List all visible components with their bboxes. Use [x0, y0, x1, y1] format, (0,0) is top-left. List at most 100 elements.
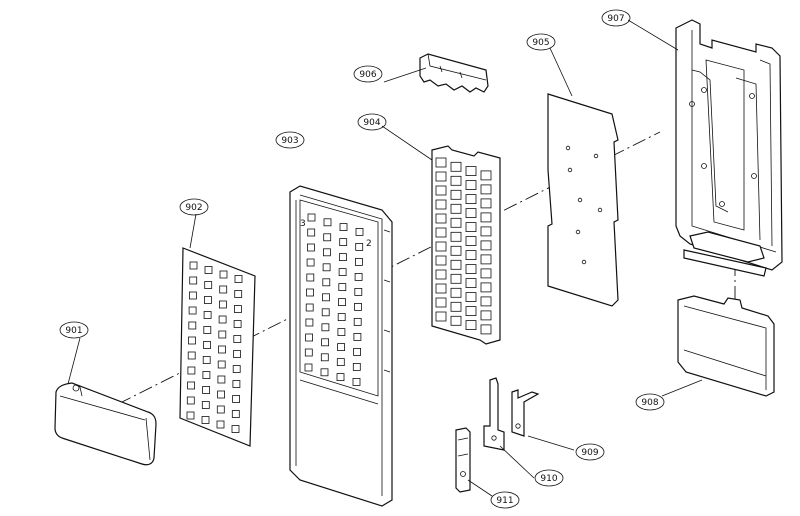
- key-slot: [321, 323, 330, 332]
- key-slot: [353, 347, 362, 356]
- key-slot: [232, 380, 241, 388]
- key-slot: [305, 333, 314, 342]
- key-slot: [189, 276, 198, 285]
- callout-905: 905: [526, 33, 556, 51]
- key-slot: [188, 321, 197, 330]
- key-slot: [305, 318, 314, 327]
- rubber-key: [480, 170, 492, 181]
- key-slot: [339, 238, 348, 247]
- key-slot: [338, 253, 347, 262]
- callout-911-label: 911: [496, 496, 513, 506]
- part-909-bracket: [511, 389, 540, 437]
- key-slot: [218, 300, 227, 309]
- rubber-key: [450, 301, 462, 312]
- rubber-key: [480, 268, 492, 279]
- key-slot: [323, 218, 332, 227]
- key-slot: [188, 336, 196, 345]
- key-slot: [217, 390, 226, 399]
- rubber-key: [480, 240, 492, 251]
- rubber-key: [450, 203, 462, 214]
- rubber-key: [450, 287, 462, 298]
- callout-906-label: 906: [359, 70, 376, 80]
- rubber-key: [480, 184, 492, 195]
- rubber-key: [465, 320, 477, 331]
- rubber-key: [435, 311, 447, 322]
- key-slot: [188, 291, 197, 300]
- key-slot: [322, 278, 331, 287]
- key-slot: [307, 213, 316, 222]
- key-slot: [232, 395, 241, 403]
- key-slot: [187, 381, 196, 390]
- rubber-key: [435, 227, 447, 238]
- key-slot: [202, 371, 211, 379]
- key-slot: [186, 396, 195, 405]
- rubber-key: [480, 296, 492, 307]
- key-slot: [337, 328, 346, 337]
- key-slot: [233, 320, 242, 328]
- key-slot: [203, 326, 212, 334]
- rubber-key: [450, 273, 462, 284]
- key-slot: [306, 288, 314, 297]
- callout-907-label: 907: [607, 14, 624, 24]
- callout-903-label: 903: [281, 136, 298, 146]
- key-slot: [218, 315, 227, 324]
- key-slot: [336, 373, 345, 382]
- key-slot: [320, 368, 329, 377]
- rubber-key: [435, 283, 447, 294]
- callout-901-label: 901: [65, 326, 82, 336]
- rubber-key: [480, 282, 492, 293]
- rubber-key: [465, 278, 477, 289]
- key-slot: [339, 223, 348, 232]
- key-slot: [336, 358, 345, 367]
- rubber-key: [435, 297, 447, 308]
- key-slot: [233, 335, 242, 343]
- rubber-key: [465, 166, 477, 177]
- rubber-key: [465, 180, 477, 191]
- key-slot: [305, 303, 314, 312]
- key-slot: [320, 353, 329, 362]
- key-slot: [217, 360, 226, 369]
- key-slot: [355, 227, 364, 236]
- key-slot: [231, 410, 240, 418]
- rubber-key: [435, 255, 447, 266]
- part-901-battery-lid: [54, 382, 157, 466]
- key-slot: [219, 270, 228, 279]
- rubber-key: [435, 213, 447, 224]
- key-slot: [354, 287, 363, 296]
- key-slot: [355, 242, 364, 251]
- key-slot: [306, 258, 315, 267]
- part-908-battery-cover: [677, 295, 775, 397]
- rubber-key: [450, 259, 462, 270]
- rubber-key: [465, 236, 477, 247]
- key-slot: [202, 356, 211, 364]
- rubber-key: [450, 217, 462, 228]
- key-slot: [188, 306, 197, 315]
- key-slot: [217, 375, 226, 384]
- rubber-key: [435, 199, 447, 210]
- key-slot: [216, 405, 225, 414]
- key-slot: [353, 317, 362, 326]
- key-slot: [307, 228, 316, 237]
- callout-904: 904: [357, 113, 387, 131]
- part-910-terminal: [483, 377, 505, 451]
- key-slot: [203, 341, 211, 349]
- key-slot: [338, 298, 346, 307]
- key-slot: [304, 363, 313, 372]
- callout-902-label: 902: [185, 203, 202, 213]
- rubber-key: [450, 189, 462, 200]
- key-slot: [322, 293, 330, 302]
- rubber-key: [465, 222, 477, 233]
- key-slot: [204, 281, 213, 289]
- key-slot: [322, 263, 331, 272]
- rubber-key: [435, 269, 447, 280]
- key-slot: [233, 305, 242, 313]
- rubber-key: [435, 171, 447, 182]
- key-slot: [203, 311, 212, 319]
- key-slot: [218, 330, 227, 339]
- key-slot: [352, 362, 361, 371]
- key-slot: [204, 266, 213, 274]
- key-slot: [338, 283, 347, 292]
- key-slot: [186, 411, 195, 420]
- front-case-mark-3: 3: [300, 219, 306, 229]
